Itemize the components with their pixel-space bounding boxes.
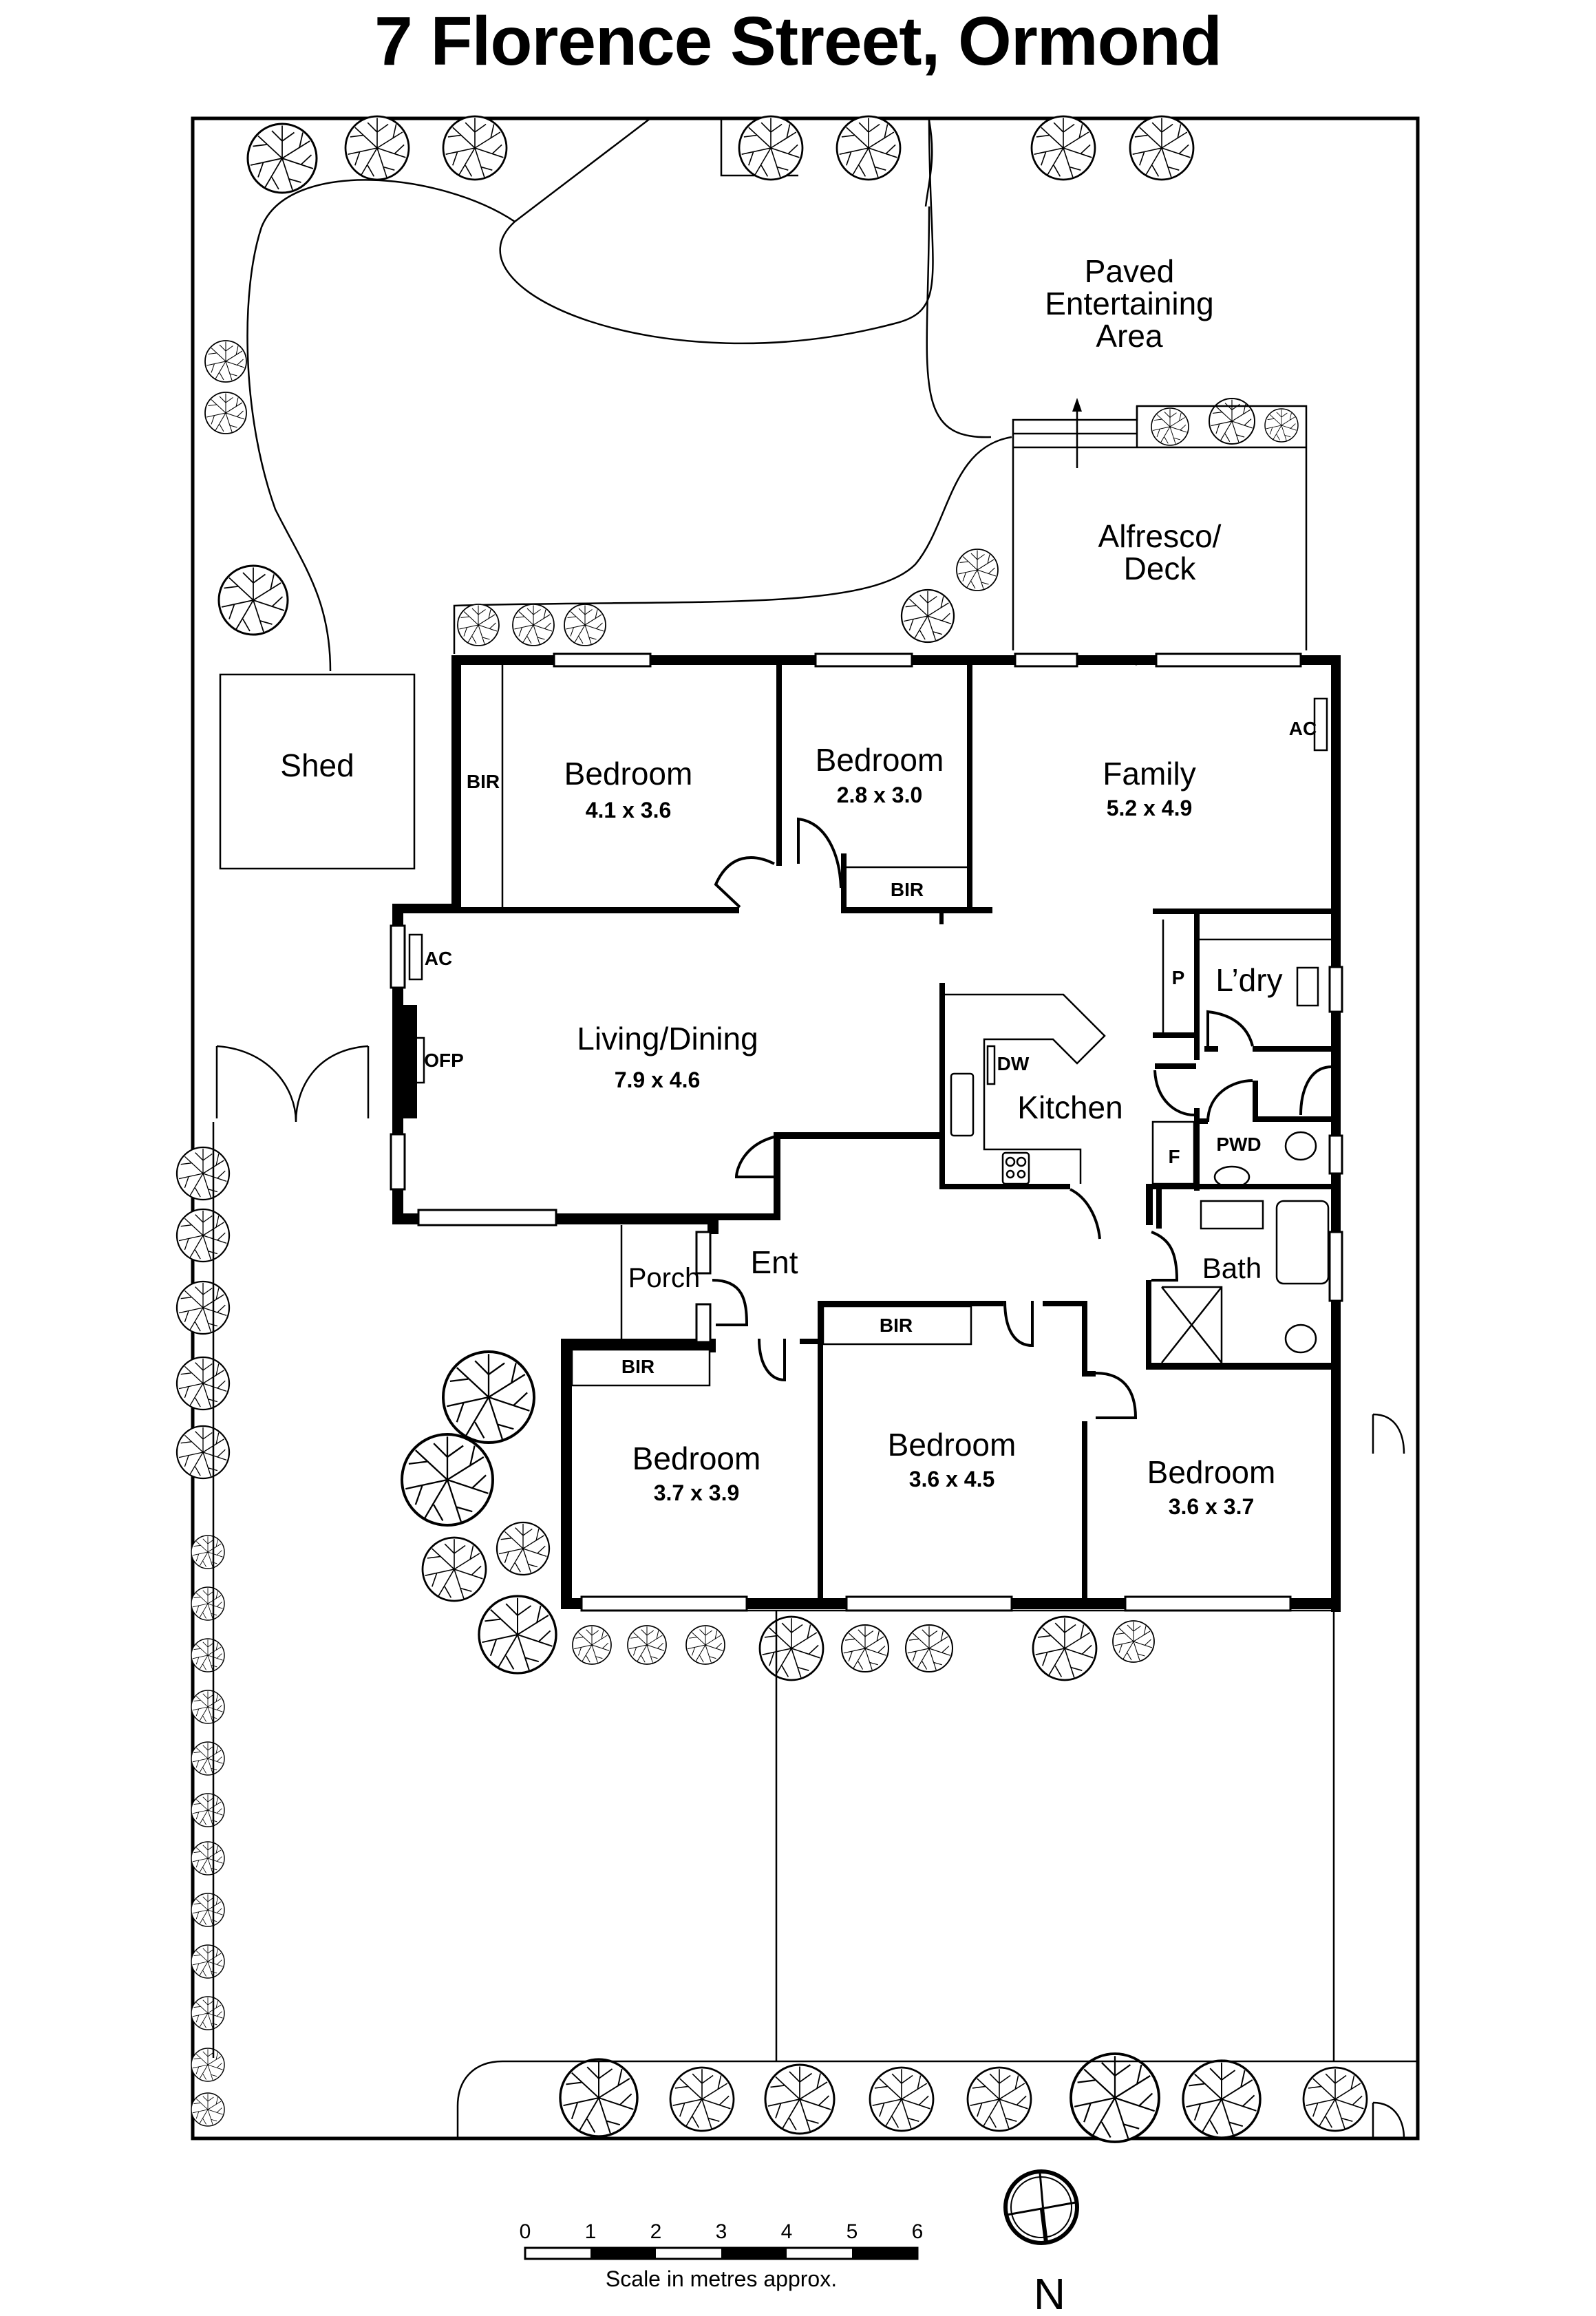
room-dims: 7.9 x 4.6 bbox=[615, 1067, 701, 1092]
fireplace-icon bbox=[410, 1037, 425, 1084]
svg-text:2: 2 bbox=[650, 2220, 662, 2243]
sink-icon bbox=[950, 1072, 975, 1137]
svg-text:AC: AC bbox=[1289, 718, 1317, 739]
exterior-walls bbox=[392, 655, 1341, 1612]
cooktop-icon bbox=[1001, 1151, 1030, 1185]
bathtub-icon bbox=[1275, 1200, 1330, 1285]
kitchen-bench bbox=[945, 993, 1106, 1184]
shed bbox=[219, 673, 416, 870]
room-name: Porch bbox=[628, 1263, 701, 1293]
room-name: Bedroom bbox=[1147, 1454, 1276, 1490]
room-name: Bedroom bbox=[632, 1441, 761, 1476]
doors bbox=[712, 817, 1332, 1419]
north-label: N bbox=[1034, 2269, 1065, 2316]
basin-icon bbox=[1213, 1165, 1251, 1189]
svg-text:3: 3 bbox=[716, 2220, 727, 2243]
svg-text:PWD: PWD bbox=[1216, 1134, 1261, 1155]
lawn-outline bbox=[246, 179, 515, 672]
svg-text:Area: Area bbox=[1096, 318, 1163, 354]
arrow-right-icon bbox=[1136, 656, 1148, 666]
toilet-icon bbox=[1284, 1324, 1317, 1354]
windows bbox=[390, 652, 1343, 1612]
toilet-icon bbox=[1284, 1131, 1317, 1161]
room-dims: 4.1 x 3.6 bbox=[586, 798, 672, 822]
arrow-up-icon bbox=[1072, 398, 1082, 412]
svg-text:DW: DW bbox=[997, 1053, 1030, 1074]
scale-caption: Scale in metres approx. bbox=[606, 2266, 837, 2291]
ac-unit-icon bbox=[408, 933, 423, 981]
laundry-tub-icon bbox=[1296, 966, 1319, 1007]
room-name: L’dry bbox=[1215, 962, 1282, 998]
side-gate bbox=[215, 1045, 370, 1123]
svg-text:F: F bbox=[1168, 1146, 1180, 1167]
room-name: Bedroom bbox=[564, 756, 693, 792]
scale-bar: 0 1 2 3 4 5 6 Scale in metres approx. bbox=[520, 2220, 924, 2291]
svg-text:AC: AC bbox=[425, 948, 452, 969]
room-name: Living/Dining bbox=[577, 1021, 758, 1056]
vanity-icon bbox=[1200, 1200, 1264, 1230]
svg-text:1: 1 bbox=[585, 2220, 597, 2243]
svg-text:6: 6 bbox=[912, 2220, 924, 2243]
svg-text:Entertaining: Entertaining bbox=[1045, 286, 1214, 321]
svg-text:4: 4 bbox=[781, 2220, 793, 2243]
room-name: Bedroom bbox=[888, 1427, 1017, 1463]
room-name: Ent bbox=[750, 1244, 798, 1280]
room-name: Kitchen bbox=[1017, 1090, 1122, 1125]
room-dims: 2.8 x 3.0 bbox=[837, 783, 923, 807]
svg-text:BIR: BIR bbox=[880, 1315, 913, 1336]
svg-text:Paved: Paved bbox=[1085, 253, 1174, 289]
shower-icon bbox=[1161, 1286, 1223, 1363]
room-dims: 3.7 x 3.9 bbox=[654, 1480, 740, 1505]
shed-label: Shed bbox=[280, 747, 354, 783]
property-boundary bbox=[191, 116, 1420, 2140]
svg-text:BIR: BIR bbox=[467, 771, 500, 792]
svg-text:0: 0 bbox=[520, 2220, 531, 2243]
room-name: Bedroom bbox=[816, 742, 944, 778]
north-compass-icon: N bbox=[1003, 2169, 1079, 2316]
svg-text:OFP: OFP bbox=[424, 1050, 464, 1071]
room-dims: 3.6 x 3.7 bbox=[1169, 1494, 1255, 1519]
room-dims: 3.6 x 4.5 bbox=[909, 1467, 995, 1491]
room-name: Bath bbox=[1202, 1252, 1262, 1284]
svg-text:Alfresco/: Alfresco/ bbox=[1098, 518, 1222, 554]
ac-unit-icon bbox=[1313, 697, 1328, 752]
svg-text:BIR: BIR bbox=[621, 1356, 655, 1377]
svg-text:P: P bbox=[1172, 967, 1185, 988]
svg-text:5: 5 bbox=[847, 2220, 858, 2243]
room-dims: 5.2 x 4.9 bbox=[1107, 796, 1193, 820]
trees bbox=[175, 115, 1368, 2143]
room-name: Family bbox=[1103, 756, 1195, 792]
property-address-title: 7 Florence Street, Ormond bbox=[374, 3, 1222, 80]
path-line bbox=[499, 118, 934, 345]
svg-text:BIR: BIR bbox=[891, 879, 924, 900]
svg-text:Deck: Deck bbox=[1124, 551, 1197, 586]
interior-walls bbox=[457, 661, 1339, 1607]
